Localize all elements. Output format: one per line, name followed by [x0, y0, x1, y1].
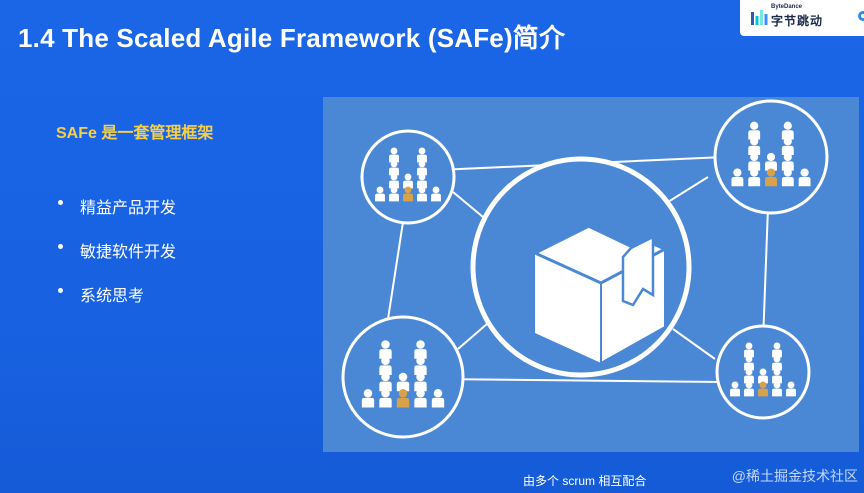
logo-ring-icon: [858, 11, 864, 21]
team-circle: [341, 315, 465, 439]
safe-diagram: [323, 97, 859, 452]
bullet-item: 系统思考: [58, 282, 176, 326]
bullet-dot-icon: [58, 200, 63, 205]
bullet-dot-icon: [58, 288, 63, 293]
bullet-item: 精益产品开发: [58, 194, 176, 238]
slide-title: 1.4 The Scaled Agile Framework (SAFe)简介: [18, 23, 566, 53]
diagram-svg: [341, 99, 829, 439]
slide-subtitle: SAFe 是一套管理框架: [56, 125, 214, 142]
bullet-text: 敏捷软件开发: [80, 244, 177, 261]
logo-text: 字节跳动: [771, 14, 824, 28]
logo-small-text: ByteDance: [771, 4, 803, 10]
bullet-item: 敏捷软件开发: [58, 238, 176, 282]
team-circle: [713, 99, 829, 215]
box-icon: [531, 217, 669, 365]
bytedance-logo: ByteDance 字节跳动: [740, 0, 864, 36]
bullet-text: 系统思考: [80, 288, 145, 305]
bullet-list: 精益产品开发 敏捷软件开发 系统思考: [58, 194, 176, 326]
central-box-node: [470, 156, 692, 378]
watermark: @稀土掘金技术社区: [731, 468, 858, 484]
team-groups: [341, 99, 829, 439]
team-circle: [360, 129, 456, 225]
bullet-text: 精益产品开发: [80, 200, 177, 217]
slide-caption: 由多个 scrum 相互配合: [523, 474, 647, 488]
bytedance-bars-icon: [751, 10, 768, 25]
bullet-dot-icon: [58, 244, 63, 249]
team-circle: [715, 324, 811, 420]
